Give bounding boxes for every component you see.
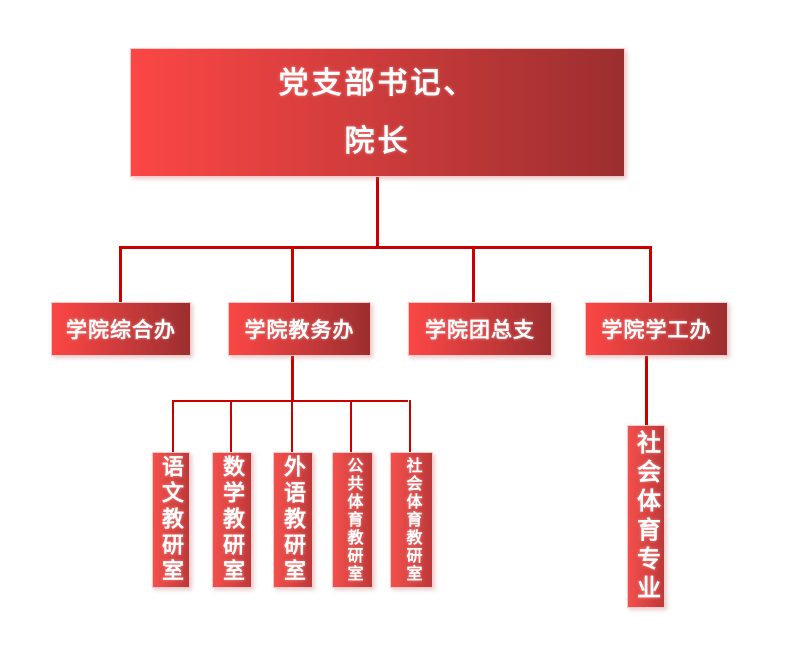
connector-drop-office-4: [350, 400, 352, 452]
node-chinese-teaching-label: 语文教研室: [159, 455, 184, 585]
node-foreign-language-label: 外语教研室: [281, 455, 306, 585]
node-math-teaching-office: 数学教研室: [212, 452, 252, 588]
node-social-sports-major-label: 社会体育专业: [632, 429, 660, 604]
connector-academic-drop: [291, 356, 294, 402]
node-general-office-label: 学院综合办: [66, 319, 176, 342]
node-social-pe-teaching-office: 社会体育教研室: [390, 452, 433, 588]
connector-drop-league: [472, 246, 475, 303]
node-youth-league-branch: 学院团总支: [408, 302, 552, 356]
node-foreign-language-teaching-office: 外语教研室: [273, 452, 313, 588]
connector-drop-office-3: [291, 400, 293, 452]
node-academic-affairs-label: 学院教务办: [244, 319, 355, 342]
node-public-pe-teaching-office: 公共体育教研室: [332, 452, 373, 588]
connector-student-drop: [645, 356, 648, 425]
node-social-sports-major: 社会体育专业: [627, 425, 665, 608]
node-academic-affairs-office: 学院教务办: [228, 302, 371, 356]
node-root-label-line1: 党支部书记、: [278, 66, 477, 100]
node-youth-league-label: 学院团总支: [425, 319, 535, 342]
connector-root-drop: [376, 177, 379, 248]
connector-level2-hbar: [119, 246, 652, 249]
node-student-affairs-label: 学院学工办: [601, 319, 712, 342]
node-social-pe-label: 社会体育教研室: [403, 457, 421, 583]
node-math-teaching-label: 数学教研室: [220, 455, 245, 585]
node-student-affairs-office: 学院学工办: [585, 302, 728, 356]
node-public-pe-label: 公共体育教研室: [344, 457, 362, 583]
connector-drop-academic: [291, 246, 294, 303]
connector-drop-office-1: [172, 400, 174, 452]
node-general-office: 学院综合办: [51, 302, 191, 356]
node-party-secretary-dean: 党支部书记、 院长: [130, 48, 625, 177]
connector-drop-office-2: [230, 400, 232, 452]
connector-offices-hbar: [172, 400, 408, 402]
node-root-label-line2: 院长: [344, 124, 411, 158]
connector-drop-general: [119, 246, 122, 303]
connector-drop-office-5: [409, 400, 411, 452]
connector-drop-student: [649, 246, 652, 303]
node-chinese-teaching-office: 语文教研室: [152, 452, 190, 588]
